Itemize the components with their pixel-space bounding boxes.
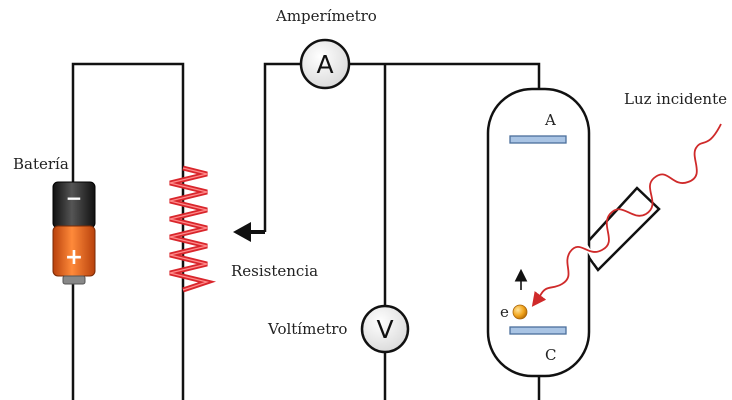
resistor [169, 165, 217, 293]
battery: − + [52, 181, 96, 285]
voltmeter-label: Voltímetro [267, 320, 347, 338]
anode-plate [509, 135, 567, 144]
electron-label: e [500, 303, 509, 321]
ammeter-label: Amperímetro [275, 7, 377, 25]
cathode-plate [509, 326, 567, 335]
ammeter-symbol: A [316, 50, 333, 79]
ammeter: A [299, 38, 351, 90]
electron [512, 304, 528, 320]
anode-label: A [544, 111, 556, 129]
resistor-label: Resistencia [231, 262, 318, 280]
battery-label: Batería [13, 155, 69, 173]
tube-arm-seam [584, 244, 598, 264]
battery-minus-label: − [66, 186, 83, 210]
battery-plus-label: + [65, 245, 83, 270]
resistor-tap-arrow [233, 222, 265, 242]
cathode-label: C [545, 346, 556, 364]
circuit-wires [71, 62, 541, 400]
voltmeter-symbol: V [376, 315, 393, 344]
incident-light-wave [531, 123, 722, 307]
incident-light-label: Luz incidente [624, 90, 727, 108]
voltmeter: V [360, 304, 410, 354]
